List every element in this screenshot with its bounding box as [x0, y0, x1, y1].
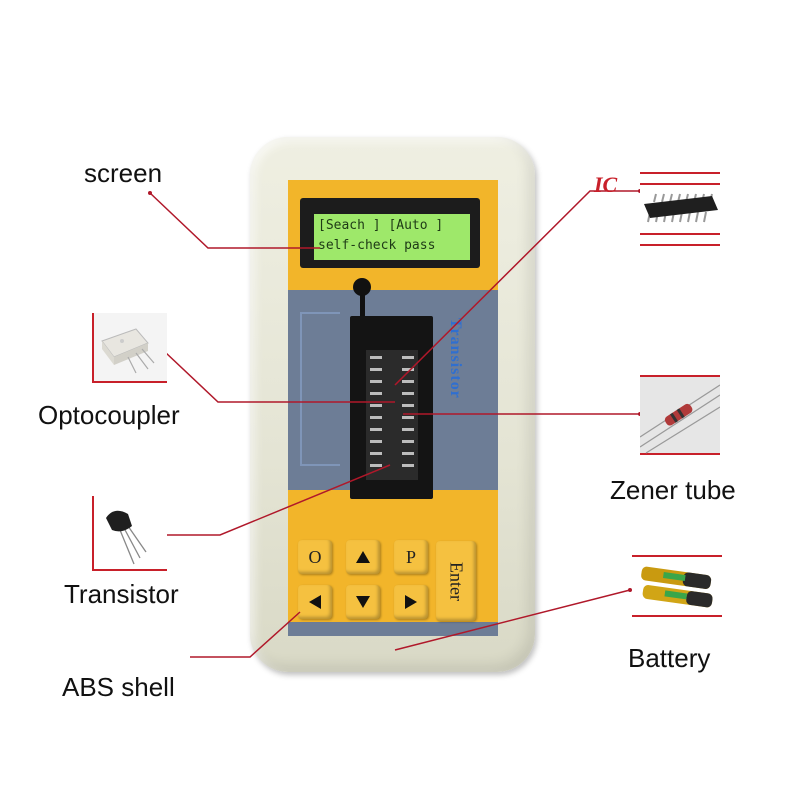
zif-lever[interactable] [360, 284, 365, 324]
zif-pin [370, 356, 382, 359]
lcd-line-2: self-check pass [318, 238, 436, 253]
left-button[interactable] [298, 585, 332, 619]
optocoupler-callout-line [164, 351, 395, 403]
zif-pin [370, 428, 382, 431]
o-button-label: O [308, 546, 322, 567]
transistor-icon [92, 496, 167, 571]
zener-diode-icon [640, 375, 720, 455]
o-button[interactable]: O [298, 540, 332, 574]
zif-pin [402, 464, 414, 467]
panel-decoration [300, 312, 340, 466]
screen-callout-line [149, 192, 320, 249]
battery-callout-line [394, 589, 631, 651]
down-arrow-icon [356, 596, 370, 608]
lcd-screen: [Seach ] [Auto ] self-check pass [314, 214, 470, 260]
ic-callout-line [394, 190, 640, 386]
zif-pin [402, 368, 414, 371]
zener-photo [640, 375, 720, 455]
zif-pin [370, 392, 382, 395]
abs-shell-callout-line [190, 611, 301, 658]
zif-pin [370, 464, 382, 467]
device-brand-text: Transistor [447, 318, 464, 399]
zener-tube-label: Zener tube [610, 475, 736, 505]
zif-pin [370, 368, 382, 371]
zif-pin [402, 404, 414, 407]
zif-pin [402, 380, 414, 383]
right-arrow-icon [405, 595, 417, 609]
up-arrow-icon [356, 551, 370, 563]
optocoupler-icon [92, 313, 167, 383]
ic-chip-icon [640, 183, 720, 235]
zif-pin [370, 380, 382, 383]
abs-shell-label: ABS shell [62, 672, 175, 702]
down-button[interactable] [346, 585, 380, 619]
zif-pin [402, 392, 414, 395]
enter-button[interactable]: Enter [436, 541, 476, 621]
up-button[interactable] [346, 540, 380, 574]
left-arrow-icon [309, 595, 321, 609]
zif-pin [370, 452, 382, 455]
bottom-strip [288, 622, 498, 636]
transistor-label: Transistor [64, 579, 179, 609]
battery-label: Battery [628, 643, 711, 673]
zif-pin [370, 440, 382, 443]
zif-pin [402, 428, 414, 431]
zif-pin [402, 356, 414, 359]
p-button-label: P [405, 546, 416, 567]
p-button[interactable]: P [394, 540, 428, 574]
transistor-callout-line [165, 464, 391, 536]
ic-label: IC [594, 172, 618, 197]
lcd-line-1: [Seach ] [Auto ] [318, 218, 444, 233]
zif-pin [370, 404, 382, 407]
screen-label: screen [84, 158, 163, 188]
battery-icon [632, 555, 722, 617]
battery-photo [632, 555, 722, 617]
transistor-photo [92, 496, 167, 571]
optocoupler-photo [92, 313, 167, 383]
ic-photo [640, 172, 720, 246]
optocoupler-label: Optocoupler [38, 400, 180, 430]
right-button[interactable] [394, 585, 428, 619]
zif-pin [402, 416, 414, 419]
enter-button-label: Enter [446, 561, 467, 601]
zif-pin [402, 440, 414, 443]
zif-pin [402, 452, 414, 455]
zif-pin [370, 416, 382, 419]
zif-lever-knob[interactable] [353, 278, 371, 296]
